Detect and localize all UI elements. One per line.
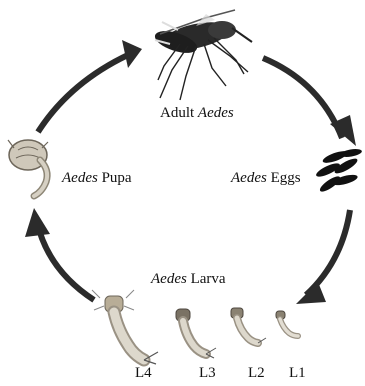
arrow-pupa-to-adult-head (122, 40, 142, 68)
larva-label-species: Aedes (151, 271, 187, 287)
adult-label-species: Aedes (198, 105, 234, 121)
larva-l1-icon (276, 311, 298, 336)
arrow-larva-to-pupa-head (25, 208, 50, 237)
arrow-eggs-to-larva-head (296, 282, 326, 304)
larva-l2-icon (231, 308, 266, 343)
aedes-eggs-icon (315, 148, 363, 195)
aedes-pupa-icon (8, 140, 48, 196)
larva-l4-icon (92, 290, 158, 364)
adult-label: Adult Aedes (160, 106, 234, 121)
arrow-eggs-to-larva (306, 210, 350, 295)
eggs-label: Aedes Eggs (231, 171, 301, 186)
larva-label-text: Larva (191, 271, 226, 287)
adult-mosquito-icon (152, 10, 252, 100)
arrow-pupa-to-adult (38, 54, 130, 132)
larva-l3-icon (176, 309, 216, 358)
arrow-adult-to-eggs (263, 58, 342, 138)
eggs-label-species: Aedes (231, 170, 267, 186)
pupa-label-species: Aedes (62, 170, 98, 186)
pupa-label: Aedes Pupa (62, 171, 132, 186)
adult-label-text: Adult (160, 105, 194, 121)
larva-label: Aedes Larva (151, 272, 226, 287)
pupa-label-text: Pupa (102, 170, 132, 186)
stage-label-l2: L2 (248, 366, 265, 381)
stage-label-l3: L3 (199, 366, 216, 381)
stage-label-l4: L4 (135, 366, 152, 381)
stage-label-l1: L1 (289, 366, 306, 381)
eggs-label-text: Eggs (271, 170, 301, 186)
